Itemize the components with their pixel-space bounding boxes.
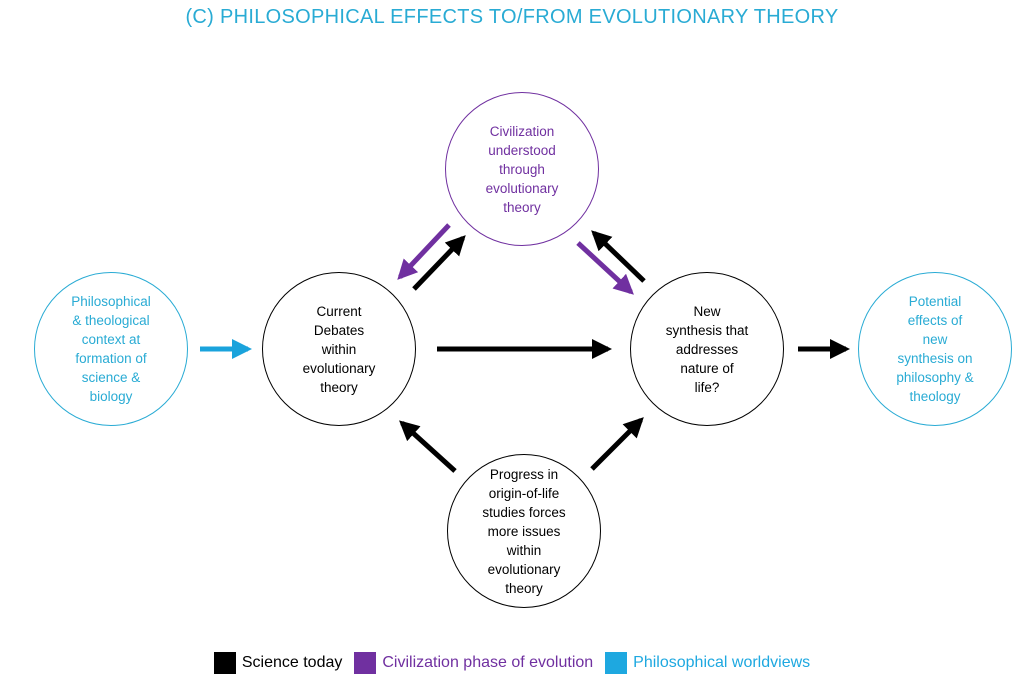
node-potential-effects: Potential effects of new synthesis on ph… [858, 272, 1012, 426]
legend-swatch-civilization [354, 652, 377, 674]
arrow-debates-to-civilization [412, 235, 466, 291]
arrow-civilization-to-synthesis [576, 241, 634, 295]
legend-swatch-worldviews [605, 652, 628, 674]
node-philosophical-context-label: Philosophical & theological context at f… [71, 294, 151, 404]
legend: Science today Civilization phase of evol… [0, 652, 1024, 674]
node-current-debates-label: Current Debates within evolutionary theo… [302, 303, 376, 395]
node-potential-effects-label: Potential effects of new synthesis on ph… [896, 294, 974, 404]
legend-item-worldviews: Philosophical worldviews [605, 652, 810, 674]
legend-item-civilization: Civilization phase of evolution [354, 652, 593, 674]
node-new-synthesis: New synthesis that addresses nature of l… [630, 272, 784, 426]
arrow-civilization-to-debates [397, 223, 451, 280]
arrow-origin-to-debates [399, 420, 457, 473]
node-new-synthesis-label: New synthesis that addresses nature of l… [665, 303, 749, 395]
legend-swatch-science [213, 652, 236, 674]
legend-label-science: Science today [241, 654, 343, 671]
node-origin-of-life: Progress in origin-of-life studies force… [447, 454, 601, 608]
arrow-origin-to-synthesis [590, 417, 644, 471]
node-origin-of-life-label: Progress in origin-of-life studies force… [482, 466, 566, 596]
node-current-debates: Current Debates within evolutionary theo… [262, 272, 416, 426]
arrow-synthesis-to-civilization [591, 230, 646, 283]
node-civilization: Civilization understood through evolutio… [445, 92, 599, 246]
legend-label-civilization: Civilization phase of evolution [382, 654, 594, 671]
diagram-title: (C) PHILOSOPHICAL EFFECTS TO/FROM EVOLUT… [185, 6, 839, 28]
legend-label-worldviews: Philosophical worldviews [633, 654, 811, 671]
node-civilization-label: Civilization understood through evolutio… [485, 123, 559, 215]
node-philosophical-context: Philosophical & theological context at f… [34, 272, 188, 426]
legend-item-science: Science today [213, 652, 343, 674]
